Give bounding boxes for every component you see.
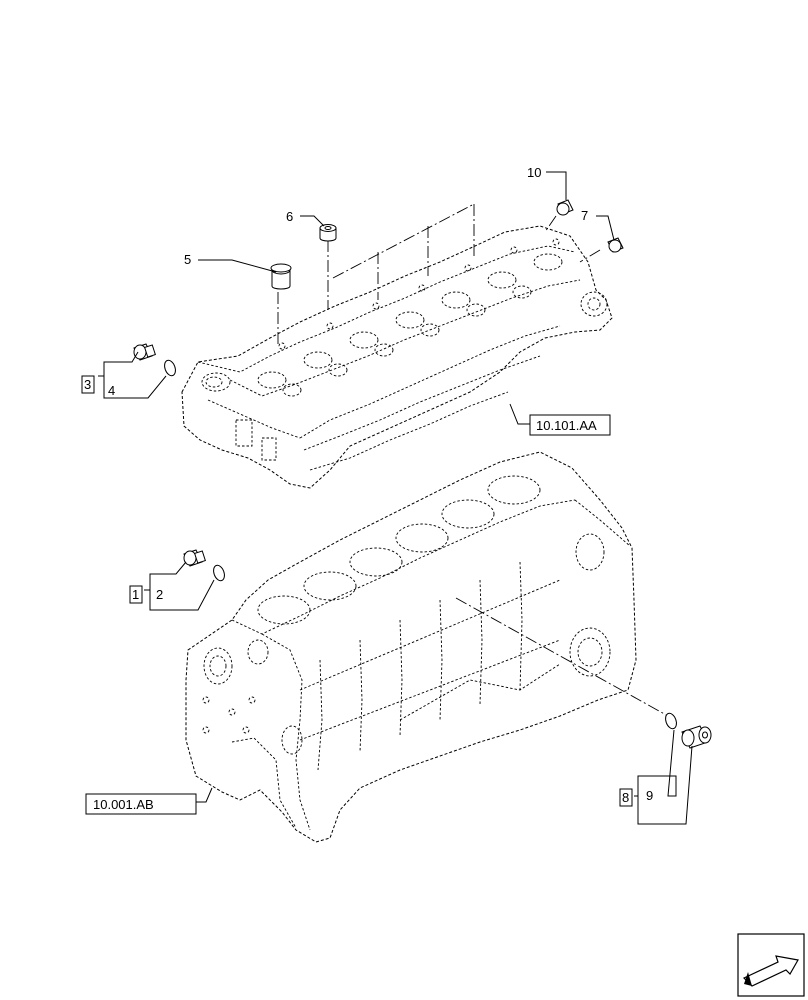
part-7-plug bbox=[607, 237, 624, 253]
cylinder-head-centerlines bbox=[277, 203, 601, 345]
part-3-plug bbox=[133, 343, 156, 361]
callout-1-box bbox=[129, 585, 143, 604]
ref-cylinder-head[interactable]: 10.101.AA bbox=[536, 418, 597, 433]
part-2-o-ring bbox=[213, 564, 225, 582]
callout-6: 6 bbox=[286, 209, 293, 224]
callout-8: 8 bbox=[622, 790, 629, 805]
callout-5: 5 bbox=[184, 252, 191, 267]
cylinder-head bbox=[181, 225, 613, 489]
leader-lines bbox=[98, 171, 693, 825]
ref-crankcase-box[interactable] bbox=[85, 793, 197, 815]
callout-10: 10 bbox=[527, 165, 541, 180]
part-9-o-ring bbox=[665, 712, 677, 730]
callout-1: 1 bbox=[132, 587, 139, 602]
callout-7: 7 bbox=[581, 208, 588, 223]
callout-2: 2 bbox=[156, 587, 163, 602]
part-5-sleeve bbox=[270, 263, 292, 290]
callout-4: 4 bbox=[108, 383, 115, 398]
part-8-plug bbox=[681, 725, 712, 749]
next-page-arrow-icon[interactable] bbox=[737, 933, 805, 997]
ref-crankcase[interactable]: 10.001.AB bbox=[93, 797, 154, 812]
plug-centerline bbox=[455, 597, 669, 717]
ref-cylinder-head-box[interactable] bbox=[529, 414, 611, 436]
part-1-plug bbox=[183, 549, 206, 567]
part-4-o-ring bbox=[164, 359, 176, 377]
crankcase bbox=[185, 451, 637, 843]
callout-9: 9 bbox=[646, 788, 653, 803]
part-10-plug bbox=[556, 199, 574, 216]
callout-8-box bbox=[619, 788, 633, 807]
part-6-bushing bbox=[319, 224, 337, 242]
callout-3-box bbox=[81, 375, 95, 394]
callout-3: 3 bbox=[84, 377, 91, 392]
